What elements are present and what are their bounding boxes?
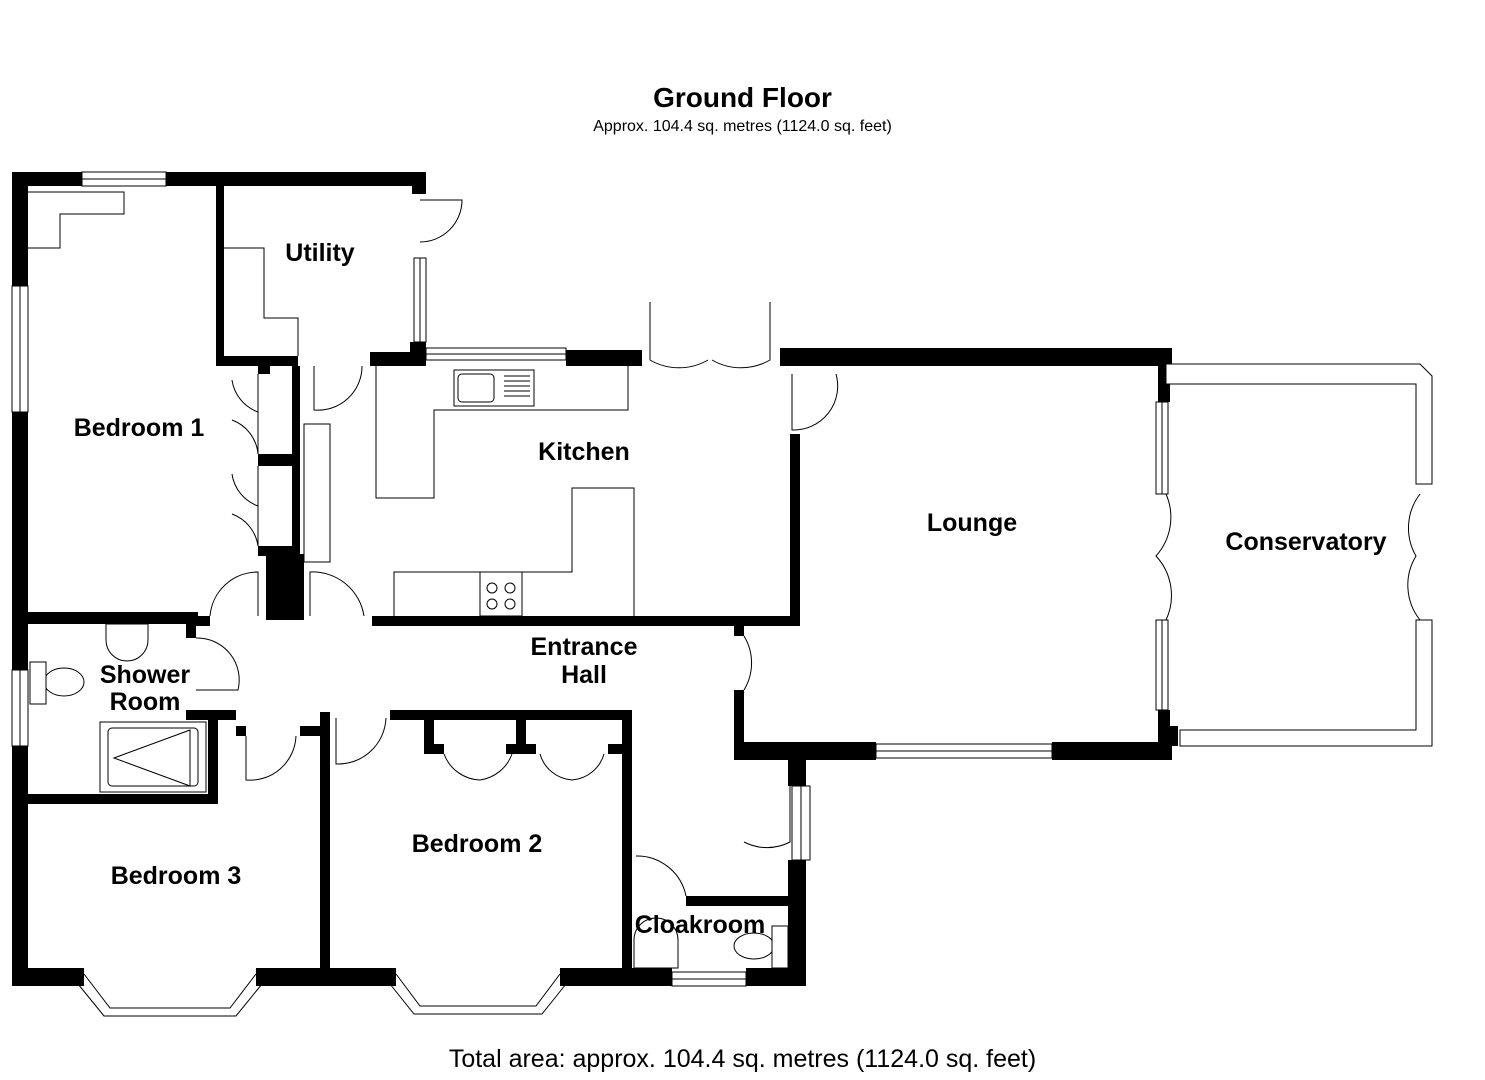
- room-label-conservatory: Conservatory: [1225, 528, 1386, 556]
- hob-icon: [479, 571, 523, 617]
- cloak-basin-icon: [633, 917, 679, 969]
- room-label-shower-line2: Room: [110, 688, 181, 716]
- room-label-kitchen: Kitchen: [538, 438, 630, 466]
- toilet-icon: [43, 667, 85, 697]
- plan-title: Ground Floor: [653, 82, 832, 113]
- doors: [195, 199, 1421, 897]
- room-label-bedroom2: Bedroom 2: [412, 830, 543, 858]
- room-label-shower-line1: Shower: [100, 661, 191, 689]
- room-label-bedroom3: Bedroom 3: [111, 862, 242, 890]
- windows: [11, 171, 1433, 1017]
- room-label-cloakroom: Cloakroom: [635, 911, 766, 939]
- room-label-hall-line1: Entrance: [531, 633, 638, 661]
- room-label-utility: Utility: [285, 239, 355, 267]
- plan-subtitle: Approx. 104.4 sq. metres (1124.0 sq. fee…: [593, 118, 892, 135]
- room-label-lounge: Lounge: [927, 509, 1017, 537]
- walls: [12, 172, 1178, 986]
- fixtures: [28, 191, 789, 969]
- basin-icon: [105, 623, 149, 662]
- total-area: Total area: approx. 104.4 sq. metres (11…: [448, 1045, 1037, 1073]
- room-label-bedroom1: Bedroom 1: [74, 414, 205, 442]
- room-label-hall-line2: Hall: [561, 661, 607, 689]
